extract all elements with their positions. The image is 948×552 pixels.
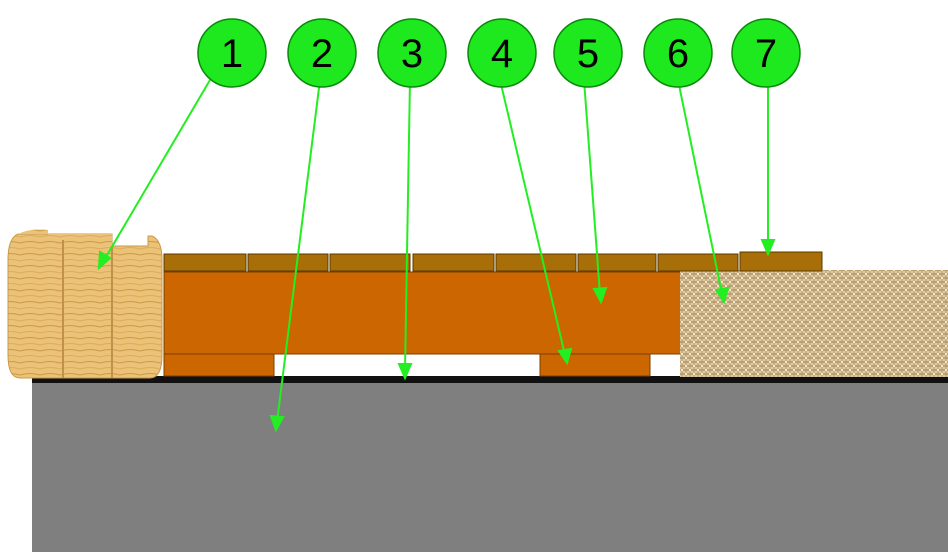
callout-circle (553, 18, 623, 88)
arrowhead-2 (269, 414, 285, 433)
floor-board (739, 251, 823, 272)
arrowhead-4 (557, 347, 573, 366)
lag-left (163, 353, 275, 377)
floor-board (412, 253, 495, 272)
leader-line-3 (404, 79, 411, 371)
arrowhead-1 (97, 250, 112, 271)
arrowhead-3 (397, 363, 413, 381)
arrowhead-5 (592, 286, 608, 305)
callout-label: 6 (667, 32, 689, 76)
callout-label: 4 (491, 32, 513, 76)
concrete-slab (32, 380, 948, 552)
callout-circle (643, 18, 713, 88)
leader-line-2 (276, 79, 321, 423)
floor-board (495, 253, 577, 272)
arrowhead-7 (760, 239, 776, 257)
arrowhead-6 (714, 286, 730, 305)
floor-board (657, 253, 739, 272)
floor-board (247, 253, 329, 272)
floor-boards (163, 251, 823, 272)
callout-label: 5 (577, 32, 599, 76)
callout-2: 2 (287, 18, 357, 88)
log-wall (7, 229, 163, 379)
lag-shim (539, 353, 651, 377)
callout-label: 1 (221, 32, 243, 76)
callout-circle (287, 18, 357, 88)
callout-circle (731, 18, 801, 88)
floor-board (577, 253, 657, 272)
joist (163, 271, 683, 355)
callout-1: 1 (197, 18, 267, 88)
callout-label: 2 (311, 32, 333, 76)
callout-7: 7 (731, 18, 801, 88)
callout-circle (197, 18, 267, 88)
callout-label: 3 (401, 32, 423, 76)
callout-label: 7 (755, 32, 777, 76)
waterproof-membrane (32, 376, 948, 383)
callout-circle (377, 18, 447, 88)
callout-3: 3 (377, 18, 447, 88)
floor-board (163, 253, 247, 272)
leader-line-1 (102, 79, 211, 263)
callout-circle (467, 18, 537, 88)
leader-line-6 (677, 79, 723, 295)
callout-6: 6 (643, 18, 713, 88)
floor-board (329, 253, 411, 272)
leader-line-5 (583, 79, 601, 295)
leader-lines (97, 79, 776, 433)
leader-line-4 (499, 79, 566, 356)
callout-5: 5 (553, 18, 623, 88)
callout-4: 4 (467, 18, 537, 88)
